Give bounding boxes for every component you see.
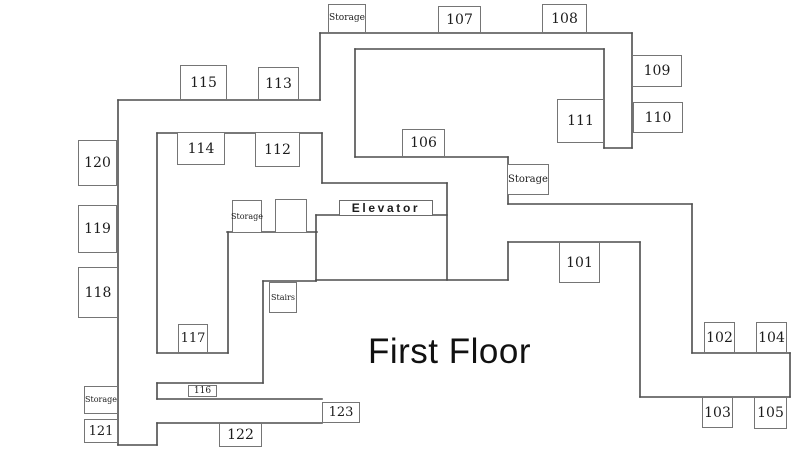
room-box-122: 122 — [219, 423, 262, 447]
room-box-123: 123 — [322, 402, 360, 423]
room-box-120: 120 — [78, 140, 117, 186]
storage-box: Storage — [507, 164, 549, 195]
room-box-103: 103 — [702, 397, 733, 428]
room-box-108: 108 — [542, 4, 587, 33]
storage-box: Storage — [328, 4, 366, 33]
room-number-label: 121 — [88, 423, 114, 439]
storage-label: Storage — [508, 173, 548, 185]
room-box-117: 117 — [178, 324, 208, 353]
room-box-112: 112 — [255, 132, 300, 167]
room-number-label: 109 — [643, 63, 671, 79]
room-box-101: 101 — [559, 242, 600, 283]
room-box-105: 105 — [754, 397, 787, 429]
room-number-label: 108 — [551, 10, 578, 27]
room-number-label: 104 — [758, 329, 785, 346]
room-number-label: 116 — [193, 385, 212, 396]
room-number-label: 105 — [757, 405, 784, 421]
room-box-118: 118 — [78, 267, 118, 318]
room-number-label: 106 — [410, 135, 437, 151]
room-number-label: 118 — [84, 284, 112, 301]
room-number-label: 112 — [264, 141, 291, 158]
room-number-label: 114 — [187, 140, 215, 157]
room-box-104: 104 — [756, 322, 787, 353]
floor-title: First Floor — [368, 332, 531, 371]
room-number-label: 110 — [644, 109, 672, 126]
storage-label: Storage — [85, 395, 117, 404]
room-box-115: 115 — [180, 65, 227, 100]
room-number-label: 123 — [328, 405, 354, 420]
storage-label: Storage — [231, 211, 263, 221]
room-box-111: 111 — [557, 99, 604, 143]
blank-box — [275, 199, 307, 233]
room-number-label: 103 — [704, 404, 731, 421]
storage-box: Storage — [231, 200, 263, 233]
room-number-label: 107 — [446, 11, 473, 28]
room-number-label: 111 — [567, 113, 594, 129]
room-number-label: 120 — [84, 155, 111, 171]
room-box-114: 114 — [177, 132, 225, 165]
room-number-label: 122 — [227, 427, 254, 443]
stairs-label: Stairs — [271, 292, 295, 302]
room-box-121: 121 — [84, 419, 118, 443]
room-box-116: 116 — [188, 385, 217, 397]
room-box-113: 113 — [258, 67, 299, 100]
storage-label: Storage — [329, 13, 365, 23]
stairs-box: Stairs — [269, 282, 297, 313]
room-box-102: 102 — [704, 322, 735, 353]
room-number-label: 101 — [566, 254, 593, 271]
room-box-119: 119 — [78, 205, 117, 253]
room-number-label: 119 — [84, 221, 111, 237]
elevator-box: Elevator — [339, 200, 433, 216]
room-box-106: 106 — [402, 129, 445, 157]
room-number-label: 113 — [265, 75, 292, 92]
elevator-label: Elevator — [351, 201, 421, 215]
storage-box: Storage — [84, 386, 118, 414]
room-number-label: 102 — [706, 329, 733, 346]
room-number-label: 115 — [190, 74, 217, 91]
room-number-label: 117 — [180, 331, 206, 346]
room-box-109: 109 — [632, 55, 682, 87]
room-box-107: 107 — [438, 6, 481, 33]
room-box-110: 110 — [633, 102, 683, 133]
